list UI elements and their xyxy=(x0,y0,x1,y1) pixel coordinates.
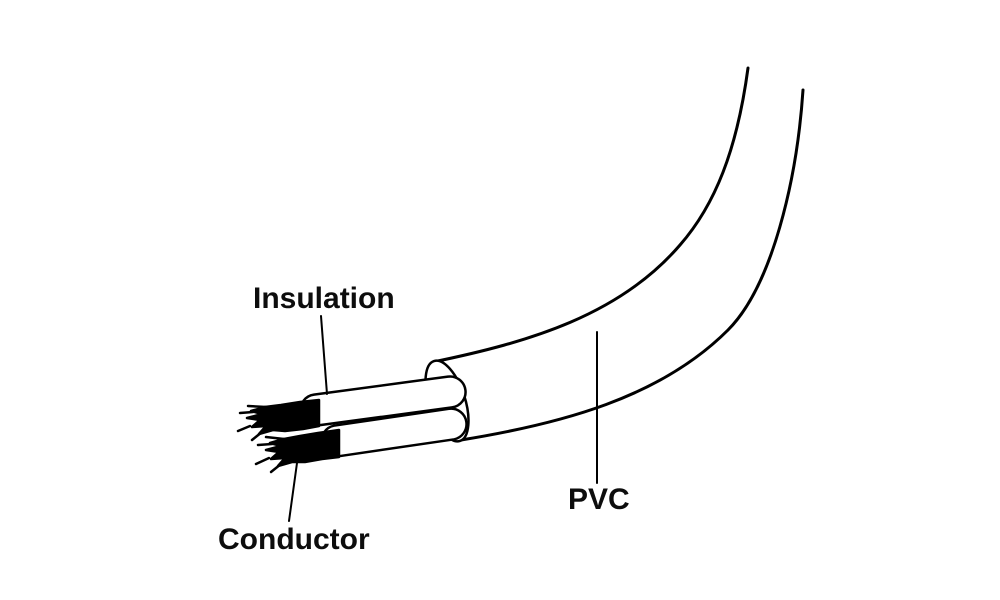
label-pvc: PVC xyxy=(568,483,630,516)
label-insulation: Insulation xyxy=(253,282,395,315)
conductor-strands-upper xyxy=(236,398,321,442)
cable-drawing xyxy=(236,66,805,522)
pvc-jacket-bottom-edge xyxy=(459,88,805,442)
conductor-hairs-lower xyxy=(254,435,286,474)
conductor-strands-lower xyxy=(254,428,341,474)
leader-line-conductor xyxy=(288,462,298,522)
label-conductor: Conductor xyxy=(218,523,370,556)
conductor-bundle-lower xyxy=(264,428,341,468)
pvc-jacket-top-edge xyxy=(431,66,750,364)
leader-line-insulation xyxy=(320,315,328,395)
conductor-hairs-upper xyxy=(236,404,268,442)
conductor-bundle-upper xyxy=(245,398,321,436)
